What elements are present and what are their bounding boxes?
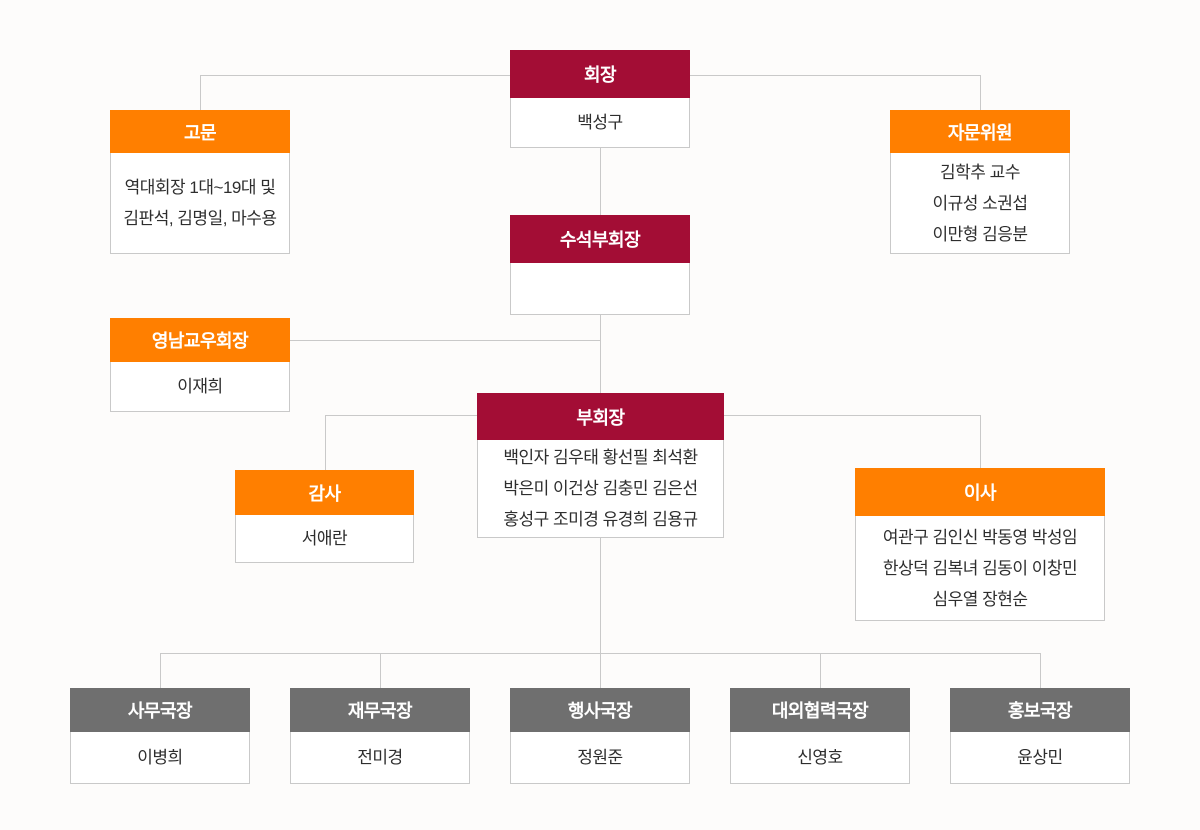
node-vice-chairman-line: 홍성구 조미경 유경희 김용규 bbox=[503, 510, 698, 529]
connector-line bbox=[380, 653, 381, 688]
node-advisor-title: 고문 bbox=[110, 110, 290, 153]
node-chairman-title: 회장 bbox=[510, 50, 690, 98]
connector-line bbox=[600, 315, 601, 393]
node-secretary-general: 사무국장 이병희 bbox=[70, 688, 250, 784]
node-external-cooperation-director: 대외협력국장 신영호 bbox=[730, 688, 910, 784]
node-finance-director: 재무국장 전미경 bbox=[290, 688, 470, 784]
connector-line bbox=[200, 75, 510, 76]
connector-line bbox=[1040, 653, 1041, 688]
node-senior-vice-chairman-title: 수석부회장 bbox=[510, 215, 690, 263]
node-external-cooperation-director-name: 신영호 bbox=[797, 748, 843, 767]
connector-line bbox=[820, 653, 821, 688]
connector-line bbox=[980, 415, 981, 468]
connector-line bbox=[724, 415, 980, 416]
node-pr-director-name: 윤상민 bbox=[1017, 748, 1063, 767]
node-events-director: 행사국장 정원준 bbox=[510, 688, 690, 784]
node-pr-director: 홍보국장 윤상민 bbox=[950, 688, 1130, 784]
node-events-director-title: 행사국장 bbox=[510, 688, 690, 732]
node-vice-chairman-line: 박은미 이건상 김충민 김은선 bbox=[503, 479, 698, 498]
node-advisory-committee-line: 이만형 김응분 bbox=[932, 224, 1028, 244]
connector-line bbox=[600, 653, 601, 688]
connector-line bbox=[690, 75, 980, 76]
connector-line bbox=[200, 75, 201, 110]
node-advisor-line: 역대회장 1대~19대 및 bbox=[124, 178, 276, 197]
node-pr-director-title: 홍보국장 bbox=[950, 688, 1130, 732]
node-events-director-name: 정원준 bbox=[577, 748, 623, 767]
node-vice-chairman-title: 부회장 bbox=[477, 393, 724, 440]
node-directors-line: 심우열 장현순 bbox=[932, 589, 1028, 609]
node-auditor-name: 서애란 bbox=[301, 529, 348, 548]
node-directors-line: 여관구 김인신 박동영 박성임 bbox=[882, 527, 1078, 547]
node-advisory-committee: 자문위원 김학추 교수 이규성 소권섭 이만형 김응분 bbox=[890, 110, 1070, 254]
node-finance-director-name: 전미경 bbox=[357, 748, 403, 767]
node-advisory-committee-line: 김학추 교수 bbox=[940, 162, 1020, 182]
node-secretary-general-name: 이병희 bbox=[137, 748, 183, 767]
node-yeongnam-alumni-chairman-name: 이재희 bbox=[177, 377, 223, 396]
node-auditor: 감사 서애란 bbox=[235, 470, 414, 563]
node-yeongnam-alumni-chairman-title: 영남교우회장 bbox=[110, 318, 290, 362]
node-chairman-name: 백성구 bbox=[577, 113, 623, 132]
node-auditor-title: 감사 bbox=[235, 470, 414, 515]
node-vice-chairman-line: 백인자 김우태 황선필 최석환 bbox=[503, 448, 698, 467]
node-advisor-line: 김판석, 김명일, 마수용 bbox=[123, 209, 277, 228]
connector-line bbox=[325, 415, 477, 416]
connector-line bbox=[325, 415, 326, 470]
connector-line bbox=[980, 75, 981, 110]
node-directors: 이사 여관구 김인신 박동영 박성임 한상덕 김복녀 김동이 이창민 심우열 장… bbox=[855, 468, 1105, 621]
node-advisor: 고문 역대회장 1대~19대 및 김판석, 김명일, 마수용 bbox=[110, 110, 290, 254]
connector-line bbox=[600, 148, 601, 215]
node-chairman: 회장 백성구 bbox=[510, 50, 690, 148]
connector-line bbox=[290, 340, 600, 341]
node-yeongnam-alumni-chairman: 영남교우회장 이재희 bbox=[110, 318, 290, 412]
node-advisory-committee-line: 이규성 소권섭 bbox=[932, 193, 1028, 213]
connector-line bbox=[160, 653, 161, 688]
node-external-cooperation-director-title: 대외협력국장 bbox=[730, 688, 910, 732]
node-vice-chairman: 부회장 백인자 김우태 황선필 최석환 박은미 이건상 김충민 김은선 홍성구 … bbox=[477, 393, 724, 538]
node-directors-title: 이사 bbox=[855, 468, 1105, 516]
node-directors-line: 한상덕 김복녀 김동이 이창민 bbox=[882, 558, 1078, 578]
node-secretary-general-title: 사무국장 bbox=[70, 688, 250, 732]
node-senior-vice-chairman: 수석부회장 bbox=[510, 215, 690, 315]
node-advisory-committee-title: 자문위원 bbox=[890, 110, 1070, 153]
connector-line bbox=[600, 538, 601, 653]
node-finance-director-title: 재무국장 bbox=[290, 688, 470, 732]
